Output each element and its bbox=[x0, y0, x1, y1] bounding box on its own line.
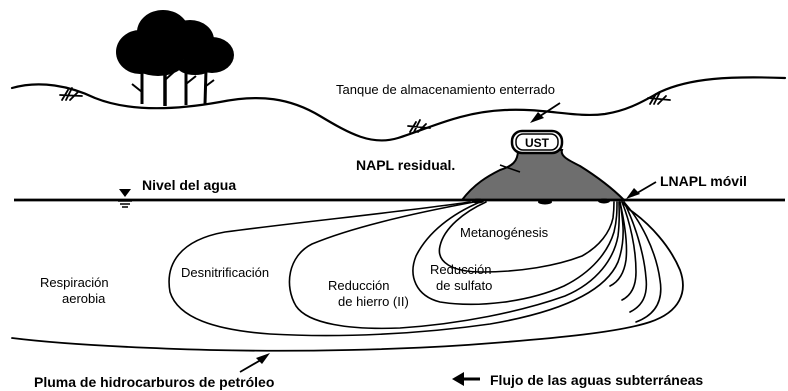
iron-reduction-label-line1: Reducción bbox=[328, 278, 389, 293]
tank-label: Tanque de almacenamiento enterrado bbox=[336, 82, 555, 97]
tank-pointer-arrow bbox=[530, 102, 561, 123]
sulfate-reduction-label-line1: Reducción bbox=[430, 262, 491, 277]
methanogenesis-label: Metanogénesis bbox=[460, 225, 549, 240]
napl-blob bbox=[472, 198, 484, 204]
ust-label: UST bbox=[525, 136, 550, 150]
groundwater-flow-label: Flujo de las aguas subterráneas bbox=[490, 372, 703, 388]
napl-residual-pointer bbox=[499, 164, 521, 173]
trees-icon bbox=[116, 10, 234, 106]
water-level-label: Nivel del agua bbox=[142, 177, 236, 193]
iron-reduction-label-line2: de hierro (II) bbox=[338, 294, 409, 309]
lnapl-pointer-arrow bbox=[626, 181, 657, 199]
denitrification-label: Desnitrificación bbox=[181, 265, 269, 280]
napl-residual-zone bbox=[459, 149, 627, 201]
grass-tuft-icon bbox=[407, 119, 431, 133]
arrow-left-icon bbox=[452, 372, 480, 386]
plume-fan-lines bbox=[609, 201, 662, 323]
sulfate-reduction-label-line2: de sulfato bbox=[436, 278, 492, 293]
lnapl-label: LNAPL móvil bbox=[660, 173, 747, 189]
plume-outer-boundary bbox=[11, 201, 684, 352]
ust-tank-inner bbox=[515, 133, 559, 151]
denitrification-zone-boundary bbox=[168, 201, 624, 337]
ust-tank-icon bbox=[510, 129, 564, 155]
water-table-marker-icon bbox=[118, 189, 132, 208]
napl-blob bbox=[598, 198, 610, 204]
plume-label: Pluma de hidrocarburos de petróleo bbox=[34, 374, 274, 390]
aerobic-respiration-label-line1: Respiración bbox=[40, 275, 109, 290]
sulfate-reduction-zone-boundary bbox=[412, 201, 618, 306]
aerobic-respiration-label-line2: aerobia bbox=[62, 291, 106, 306]
grass-tuft-icon bbox=[647, 91, 671, 105]
plume-pointer-arrow bbox=[239, 353, 270, 373]
iron-reduction-zone-boundary bbox=[288, 201, 621, 330]
napl-residual-label: NAPL residual. bbox=[356, 157, 455, 173]
methanogenesis-zone-boundary bbox=[438, 201, 615, 273]
napl-blob bbox=[538, 199, 552, 205]
grass-tuft-icon bbox=[59, 87, 83, 101]
